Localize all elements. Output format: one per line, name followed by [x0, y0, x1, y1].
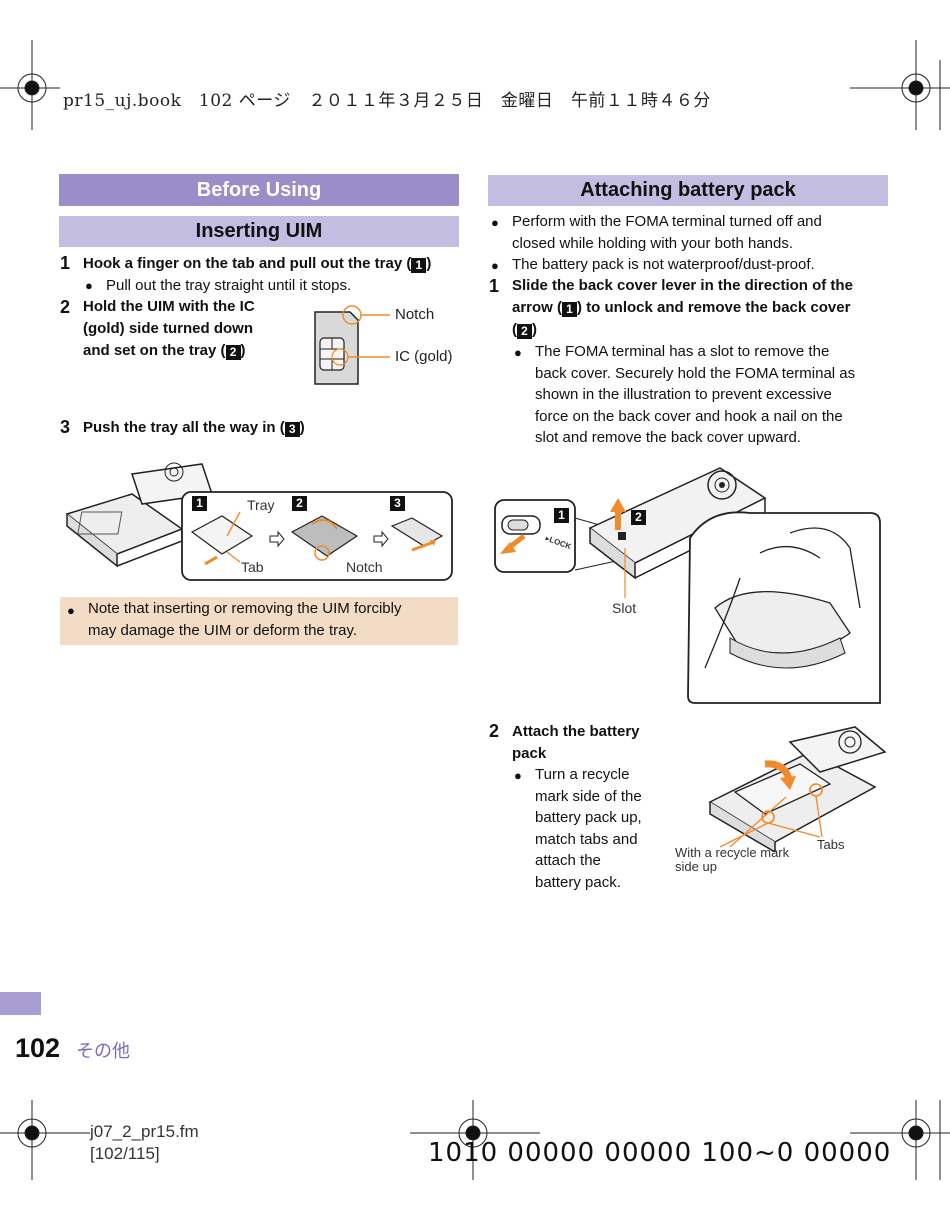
battery-step-1-text: Slide the back cover lever in the direct… — [512, 277, 853, 339]
battery-step-2-text: Attach the battery pack — [512, 723, 640, 762]
step-2-text: Hold the UIM with the IC (gold) side tur… — [83, 298, 255, 360]
step-number: 1 — [60, 253, 71, 273]
uim-tray-illustration — [65, 462, 453, 581]
battery-step-1-bullet: The FOMA terminal has a slot to remove t… — [535, 343, 856, 446]
uim-notch-label: Notch — [395, 306, 435, 323]
tray-step-1-badge: 1 — [192, 496, 207, 511]
source-file-info: j07_2_pr15.fm [102/115] — [90, 1122, 199, 1163]
step-number: 2 — [489, 721, 500, 741]
bullet-icon: ● — [514, 768, 522, 783]
step-number: 1 — [489, 276, 500, 296]
battery-bullet-1: Perform with the FOMA terminal turned of… — [512, 213, 822, 252]
battery-step-2-bullet: Turn a recycle mark side of the battery … — [535, 766, 642, 891]
section-label-jp: その他 — [76, 1041, 130, 1061]
bullet-icon: ● — [491, 215, 499, 230]
recycle-mark-label: With a recycle mark side up — [675, 845, 790, 874]
bullet-icon: ● — [67, 603, 75, 618]
step-number: 3 — [60, 417, 71, 437]
page-number: 102 — [15, 1033, 61, 1063]
subsection-title-inserting-uim: Inserting UIM — [59, 216, 459, 247]
tab-label: Tab — [241, 559, 264, 575]
caution-note-text: Note that inserting or removing the UIM … — [88, 600, 402, 639]
bullet-icon: ● — [514, 345, 522, 360]
step-1-bullet: Pull out the tray straight until it stop… — [106, 277, 352, 294]
step-number: 2 — [60, 297, 71, 317]
cover-step-1-badge: 1 — [554, 508, 569, 523]
battery-attach-illustration — [708, 726, 887, 852]
section-title-before-using: Before Using — [59, 174, 459, 206]
section-title-attaching-battery: Attaching battery pack — [488, 175, 888, 206]
notch-label: Notch — [346, 559, 383, 575]
bullet-icon: ● — [85, 278, 93, 293]
tray-step-2-badge: 2 — [292, 496, 307, 511]
tray-step-3-badge: 3 — [390, 496, 405, 511]
slot-label: Slot — [612, 600, 637, 616]
back-cover-removal-illustration — [494, 467, 881, 704]
cover-step-2-badge: 2 — [631, 510, 646, 525]
uim-ic-label: IC (gold) — [395, 348, 453, 365]
bullet-icon: ● — [491, 258, 499, 273]
battery-bullet-2: The battery pack is not waterproof/dust-… — [512, 256, 815, 273]
print-code: 1010 00000 00000 100~0 00000 — [428, 1138, 892, 1168]
uim-card-illustration — [314, 305, 390, 385]
caution-note — [60, 597, 458, 645]
page-edge-tab — [0, 992, 41, 1015]
tabs-label: Tabs — [817, 837, 845, 852]
book-header-line: pr15_uj.book 102 ページ ２０１１年３月２５日 金曜日 午前１１… — [63, 91, 711, 111]
tray-label: Tray — [247, 497, 275, 513]
step-3-text: Push the tray all the way in (3) — [83, 419, 305, 437]
step-1-text: Hook a finger on the tab and pull out th… — [83, 255, 432, 273]
